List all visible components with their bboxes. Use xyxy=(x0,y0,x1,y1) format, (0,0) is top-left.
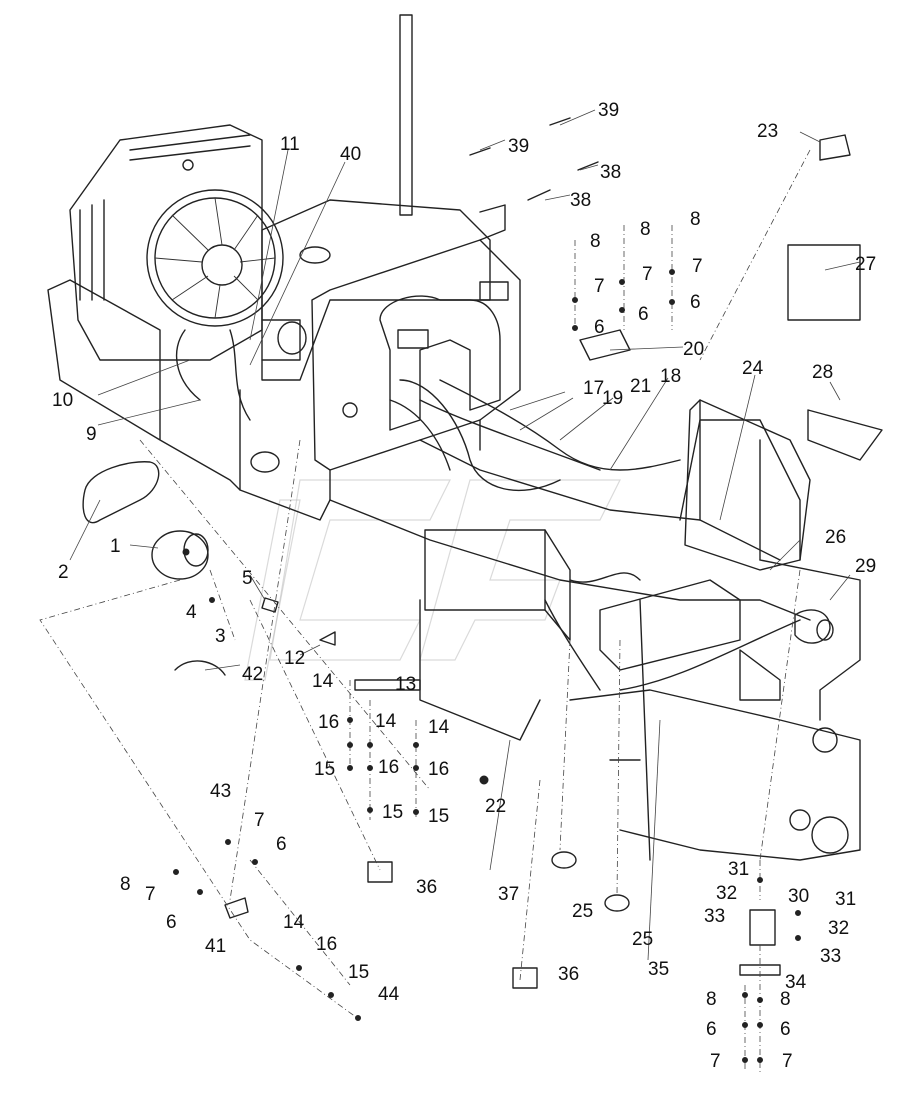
callout-6: 6 xyxy=(166,912,177,933)
callout-39: 39 xyxy=(508,136,529,157)
callout-2: 2 xyxy=(58,562,69,583)
callout-7: 7 xyxy=(642,264,653,285)
callout-16: 16 xyxy=(378,757,399,778)
callout-10: 10 xyxy=(52,390,73,411)
callout-6: 6 xyxy=(690,292,701,313)
callout-32: 32 xyxy=(828,918,849,939)
callout-8: 8 xyxy=(690,209,701,230)
callout-28: 28 xyxy=(812,362,833,383)
callout-8: 8 xyxy=(780,989,791,1010)
cab-housing xyxy=(311,239,521,501)
callout-27: 27 xyxy=(855,254,876,275)
callout-5: 5 xyxy=(242,568,253,589)
callout-11: 11 xyxy=(280,134,300,155)
callout-20: 20 xyxy=(683,339,704,360)
callout-25: 25 xyxy=(632,929,653,950)
callout-19: 19 xyxy=(602,388,623,409)
tank-box xyxy=(684,399,811,571)
engine-hood xyxy=(250,199,506,473)
chassis-frame xyxy=(47,279,861,861)
callout-42: 42 xyxy=(242,664,263,685)
callout-8: 8 xyxy=(706,989,717,1010)
callout-15: 15 xyxy=(348,962,369,983)
callout-37: 37 xyxy=(498,884,519,905)
callout-14: 14 xyxy=(375,711,397,732)
callout-22: 22 xyxy=(485,796,506,817)
callout-8: 8 xyxy=(640,219,651,240)
callout-41: 41 xyxy=(205,936,226,957)
callout-14: 14 xyxy=(312,671,334,692)
callout-44: 44 xyxy=(378,984,400,1005)
callout-12: 12 xyxy=(284,648,305,669)
callout-7: 7 xyxy=(710,1051,721,1072)
callout-36: 36 xyxy=(558,964,579,985)
loose-parts xyxy=(82,117,883,989)
callout-34: 34 xyxy=(785,972,807,993)
callout-6: 6 xyxy=(780,1019,791,1040)
callout-8: 8 xyxy=(590,231,601,252)
callout-39: 39 xyxy=(598,100,619,121)
callout-1: 1 xyxy=(110,536,121,557)
callout-15: 15 xyxy=(382,802,403,823)
fastener-dots xyxy=(173,269,801,1063)
callout-3: 3 xyxy=(215,626,226,647)
callout-31: 31 xyxy=(835,889,856,910)
callout-24: 24 xyxy=(742,358,764,379)
callout-8: 8 xyxy=(120,874,131,895)
callout-21: 21 xyxy=(630,376,651,397)
callout-16: 16 xyxy=(316,934,337,955)
callout-43: 43 xyxy=(210,781,231,802)
callout-6: 6 xyxy=(276,834,287,855)
leader-lines xyxy=(39,149,811,1075)
callout-7: 7 xyxy=(782,1051,793,1072)
callout-7: 7 xyxy=(145,884,156,905)
callout-6: 6 xyxy=(638,304,649,325)
callout-14: 14 xyxy=(428,717,450,738)
callout-30: 30 xyxy=(788,886,809,907)
callout-23: 23 xyxy=(757,121,778,142)
hoses xyxy=(175,329,801,691)
callout-38: 38 xyxy=(600,162,621,183)
callout-16: 16 xyxy=(318,712,339,733)
callout-31: 31 xyxy=(728,859,749,880)
callout-labels: 1 2 3 4 5 6 6 6 6 6 6 6 7 7 7 7 7 7 7 8 … xyxy=(52,100,876,1072)
callout-33: 33 xyxy=(704,906,725,927)
callout-9: 9 xyxy=(86,424,97,445)
callout-40: 40 xyxy=(340,144,361,165)
callout-15: 15 xyxy=(314,759,335,780)
callout-7: 7 xyxy=(254,810,265,831)
callout-25: 25 xyxy=(572,901,593,922)
callout-7: 7 xyxy=(692,256,703,277)
callout-6: 6 xyxy=(706,1019,717,1040)
callout-pointers xyxy=(69,109,861,961)
radiator-assembly xyxy=(69,124,284,361)
callout-14: 14 xyxy=(283,912,305,933)
vertical-pole xyxy=(399,14,413,216)
callout-15: 15 xyxy=(428,806,449,827)
callout-16: 16 xyxy=(428,759,449,780)
callout-6: 6 xyxy=(594,317,605,338)
callout-4: 4 xyxy=(186,602,197,623)
callout-29: 29 xyxy=(855,556,876,577)
callout-17: 17 xyxy=(583,378,604,399)
callout-36: 36 xyxy=(416,877,437,898)
callout-38: 38 xyxy=(570,190,591,211)
callout-35: 35 xyxy=(648,959,669,980)
callout-13: 13 xyxy=(395,674,416,695)
callout-32: 32 xyxy=(716,883,737,904)
callout-26: 26 xyxy=(825,527,846,548)
callout-7: 7 xyxy=(594,276,605,297)
callout-33: 33 xyxy=(820,946,841,967)
callout-18: 18 xyxy=(660,366,681,387)
